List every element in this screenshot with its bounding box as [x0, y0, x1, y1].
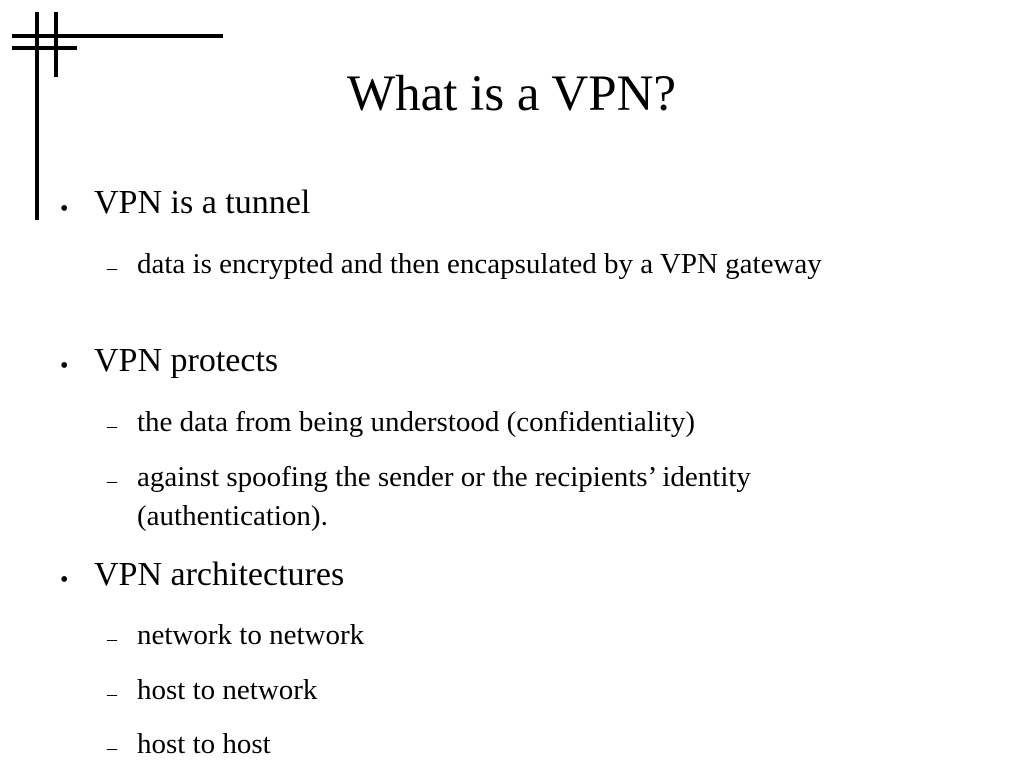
decorative-horizontal-line-long [12, 34, 223, 38]
slide-title: What is a VPN? [346, 66, 677, 122]
bullet-icon: • [60, 353, 69, 379]
sub-item-host-to-host: host to host [137, 728, 271, 760]
bullet-item-vpn-tunnel: VPN is a tunnel [94, 184, 311, 221]
bullet-icon: • [60, 567, 69, 593]
sub-item-encrypted: data is encrypted and then encapsulated … [137, 248, 822, 280]
sub-item-confidentiality: the data from being understood (confiden… [137, 406, 696, 438]
decorative-horizontal-line-short [12, 46, 77, 50]
sub-item-network-to-network: network to network [137, 619, 365, 651]
dash-icon: – [107, 683, 117, 705]
bullet-item-vpn-architectures: VPN architectures [94, 556, 345, 593]
dash-icon: – [107, 415, 117, 437]
sub-item-host-to-network: host to network [137, 674, 318, 706]
dash-icon: – [107, 737, 117, 759]
dash-icon: – [107, 470, 117, 492]
sub-item-authentication: against spoofing the sender or the recip… [137, 461, 751, 532]
dash-icon: – [107, 257, 117, 279]
bullet-item-vpn-protects: VPN protects [94, 342, 279, 379]
decorative-vertical-line-long [35, 12, 39, 220]
decorative-vertical-line-short [54, 12, 58, 77]
dash-icon: – [107, 628, 117, 650]
bullet-icon: • [60, 196, 69, 222]
